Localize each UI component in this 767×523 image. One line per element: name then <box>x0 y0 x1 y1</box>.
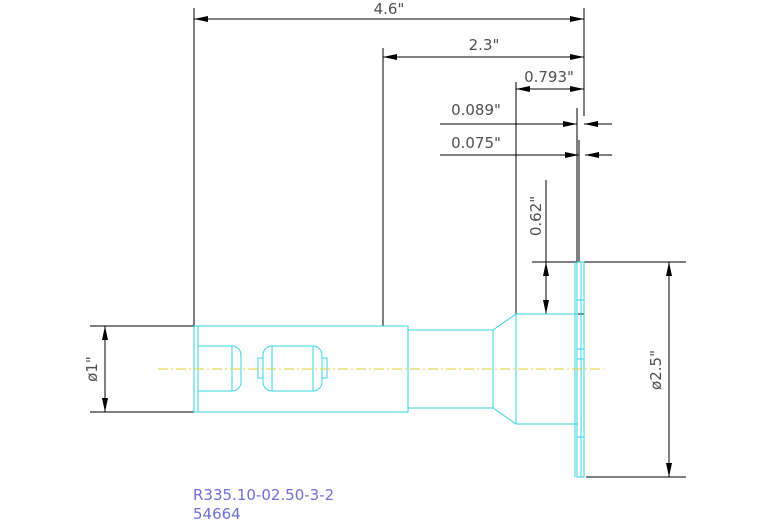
dim-thickness-b-label: 0.075" <box>451 134 501 152</box>
part-id-label: 54664 <box>193 505 241 523</box>
dim-overall-length: 4.6" <box>193 0 585 326</box>
part-number-label: R335.10-02.50-3-2 <box>193 486 334 504</box>
dim-thickness-a: 0.089" <box>440 101 612 262</box>
dim-half-length-label: 2.3" <box>469 36 500 54</box>
dim-flange-diameter-label: ø2.5" <box>647 350 665 390</box>
dim-shank-diameter: ø1" <box>83 325 198 413</box>
dim-flange-diameter: ø2.5" <box>586 262 686 478</box>
dim-thickness-b: 0.075" <box>440 134 612 262</box>
dim-overall-length-label: 4.6" <box>374 0 405 18</box>
dim-flange-offset-label: 0.793" <box>524 68 574 86</box>
dim-flange-offset: 0.793" <box>515 68 584 314</box>
dim-shank-diameter-label: ø1" <box>83 356 101 382</box>
dim-thickness-a-label: 0.089" <box>451 101 501 119</box>
dim-step-height: 0.62" <box>527 180 686 315</box>
dim-step-height-label: 0.62" <box>527 196 545 236</box>
dim-half-length: 2.3" <box>382 36 584 326</box>
